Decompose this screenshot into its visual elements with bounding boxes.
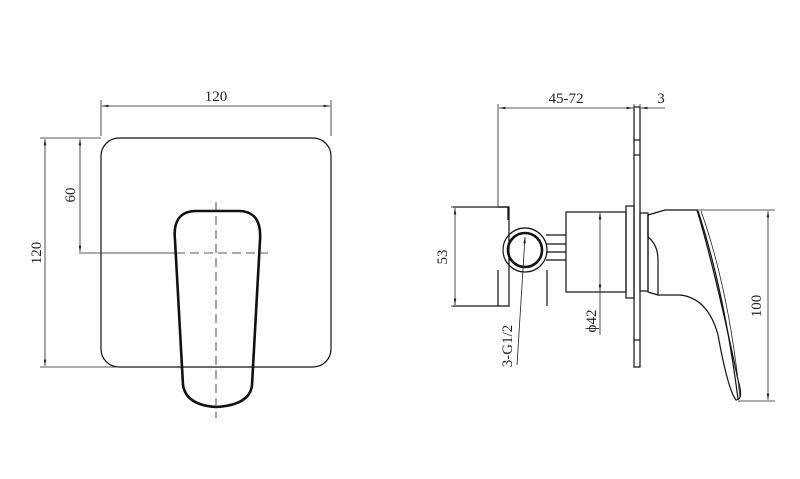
front-view: 120 120 60 bbox=[29, 89, 332, 418]
body-height-label: 53 bbox=[435, 250, 451, 265]
side-view: 45-72 3 53 ϕ42 3-G1/2 bbox=[435, 91, 775, 402]
cartridge-diameter-label: ϕ42 bbox=[584, 310, 600, 333]
width-dimension-label: 120 bbox=[205, 89, 228, 105]
outlet-connection bbox=[502, 227, 548, 273]
center-dimension-label: 60 bbox=[63, 188, 79, 203]
lever-height-label: 100 bbox=[749, 295, 765, 318]
connection-label: 3-G1/2 bbox=[500, 325, 516, 368]
cartridge-body bbox=[565, 211, 627, 293]
lever-front bbox=[173, 209, 262, 409]
plate-thickness-label: 3 bbox=[657, 91, 665, 107]
height-dimension-label: 120 bbox=[29, 242, 45, 265]
lever-side bbox=[647, 209, 742, 401]
cover-plate bbox=[100, 137, 332, 368]
wall-plate bbox=[633, 106, 641, 368]
valve-body bbox=[453, 206, 510, 307]
connection-leader-line bbox=[516, 236, 526, 366]
depth-dimension-label: 45-72 bbox=[549, 91, 584, 107]
